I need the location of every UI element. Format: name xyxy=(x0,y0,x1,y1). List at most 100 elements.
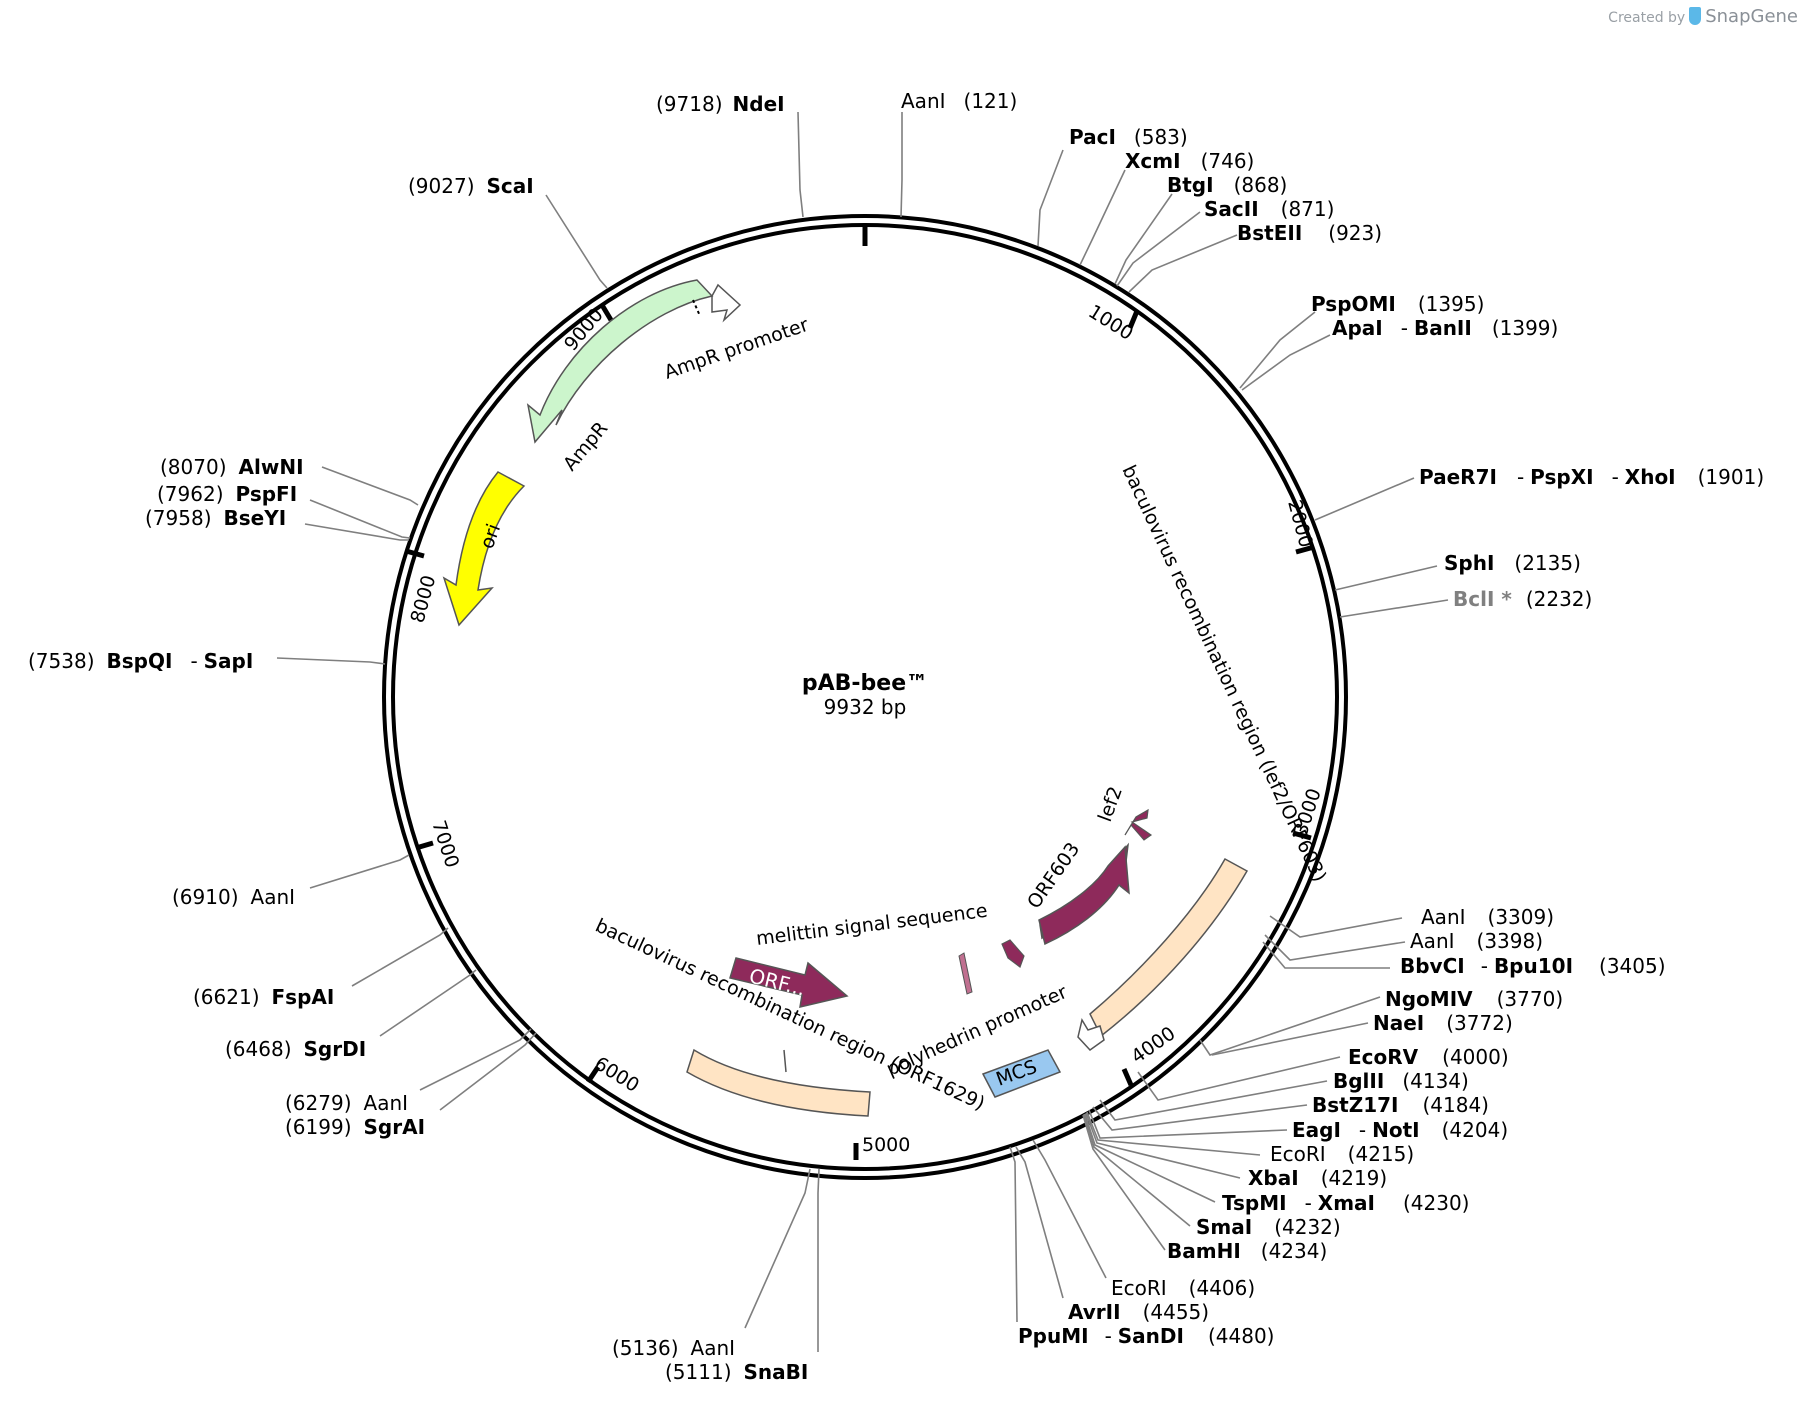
site-name: PacI xyxy=(1069,125,1116,149)
leader-aani-3398 xyxy=(1264,934,1406,961)
site-pos: (4204) xyxy=(1442,1118,1509,1142)
site-pos: (1399) xyxy=(1492,316,1559,340)
site-name: SacII xyxy=(1204,197,1259,221)
site-pos: (871) xyxy=(1281,197,1335,221)
leader-ecori-4406 xyxy=(1032,1139,1107,1279)
site-name: BstZ17I xyxy=(1312,1093,1398,1117)
leader-pspomi xyxy=(1239,311,1316,389)
feature-polyhedrin-promoter xyxy=(1077,1018,1105,1051)
site-label-aani-5136: (5136)AanI xyxy=(612,1336,735,1360)
leader-aani-3309 xyxy=(1269,915,1403,938)
leader-ecorv xyxy=(1137,1056,1341,1101)
site-name: AanI xyxy=(251,885,296,909)
site-label-aani-6910: (6910)AanI xyxy=(172,885,295,909)
site-pos: (868) xyxy=(1234,173,1288,197)
feature-ampr-promoter xyxy=(711,283,742,323)
site-label-sphi: SphI(2135) xyxy=(1444,551,1581,575)
backbone-inner-ring xyxy=(391,223,1339,1171)
site-pos: (4219) xyxy=(1321,1166,1388,1190)
plasmid-name: pAB-bee™ xyxy=(802,671,928,696)
tick-marks xyxy=(405,226,1315,1160)
leader-sphi xyxy=(1334,565,1438,591)
leader-apai xyxy=(1241,334,1331,391)
site-name: BstEII xyxy=(1237,221,1302,245)
backbone-outer-ring xyxy=(382,214,1348,1180)
site-pos: (583) xyxy=(1134,125,1188,149)
site-pos: (4232) xyxy=(1274,1215,1341,1239)
site-name: XhoI xyxy=(1625,465,1676,489)
site-name: AvrII xyxy=(1068,1300,1121,1324)
site-name: SnaBI xyxy=(744,1360,809,1384)
leader-snabi xyxy=(817,1168,820,1352)
leader-naei xyxy=(1211,1022,1369,1056)
site-name: EagI xyxy=(1292,1118,1341,1142)
site-label-aani-3309: AanI(3309) xyxy=(1421,905,1554,929)
site-label-bglii: BglII(4134) xyxy=(1333,1069,1469,1093)
site-pos: (4184) xyxy=(1422,1093,1489,1117)
leader-sacii xyxy=(1116,211,1201,287)
leader-sgrai xyxy=(439,1032,537,1111)
site-label-paci: PacI (583) xyxy=(1069,125,1188,149)
tick-4000 xyxy=(1121,1067,1134,1087)
site-name: AanI xyxy=(691,1336,736,1360)
site-label-ppumi-sandi: PpuMI-SanDI(4480) xyxy=(1018,1324,1274,1348)
site-pos: (1395) xyxy=(1418,292,1485,316)
site-name: BanII xyxy=(1414,316,1472,340)
site-leader-lines xyxy=(276,111,1449,1352)
leader-scai xyxy=(545,194,608,289)
site-pos: (4455) xyxy=(1143,1300,1210,1324)
leader-btgi xyxy=(1114,193,1173,285)
tick-label-4000: 4000 xyxy=(1127,1022,1179,1068)
snapgene-logo-icon xyxy=(1689,7,1702,25)
site-name: SmaI xyxy=(1196,1215,1252,1239)
site-label-apai-banii: ApaI-BanII(1399) xyxy=(1332,316,1558,340)
feature-melittin xyxy=(1001,939,1025,968)
site-pos: (6279) xyxy=(285,1091,352,1115)
site-pos: (8070) xyxy=(160,455,227,479)
leader-bseyi xyxy=(304,523,409,541)
site-pos: (4215) xyxy=(1348,1142,1415,1166)
site-label-eagi-noti: EagI-NotI(4204) xyxy=(1292,1118,1508,1142)
site-name: XcmI xyxy=(1125,149,1181,173)
site-pos: (746) xyxy=(1201,149,1255,173)
leader-aani-6279 xyxy=(419,1028,532,1091)
feature-marker-small xyxy=(958,952,973,995)
site-pos: (7958) xyxy=(145,506,212,530)
site-labels: (9718)NdeI AanI(121) PacI(583) XcmI(746)… xyxy=(28,89,1764,1384)
leader-ppumi xyxy=(1009,1146,1018,1323)
site-label-ecorv: EcoRV(4000) xyxy=(1348,1045,1509,1069)
site-name: AlwNI xyxy=(239,455,304,479)
site-label-sgrai: (6199)SgrAI xyxy=(285,1115,425,1139)
site-label-paer7i-pspxi-xhoi: PaeR7I-PspXI-XhoI(1901) xyxy=(1419,465,1764,489)
site-name: AanI xyxy=(1421,905,1466,929)
site-label-bamhi: BamHI(4234) xyxy=(1167,1239,1327,1263)
site-label-bseyi: (7958)BseYI xyxy=(145,506,286,530)
tick-2000 xyxy=(1295,544,1315,555)
leader-bstz17i xyxy=(1092,1104,1308,1131)
site-pos: (7962) xyxy=(157,482,224,506)
site-name: NaeI xyxy=(1373,1011,1424,1035)
site-label-naei: NaeI(3772) xyxy=(1373,1011,1513,1035)
feature-ampr xyxy=(526,279,714,444)
tick-6000 xyxy=(585,1065,601,1084)
site-pos: (4234) xyxy=(1261,1239,1328,1263)
site-pos: (4480) xyxy=(1208,1324,1275,1348)
site-label-ngomiv: NgoMIV(3770) xyxy=(1385,987,1563,1011)
tick-label-5000: 5000 xyxy=(862,1134,910,1156)
site-name: AanI xyxy=(1410,929,1455,953)
site-label-ecori-4406: EcoRI(4406) xyxy=(1111,1276,1255,1300)
site-pos: (2135) xyxy=(1514,551,1581,575)
site-name: TspMI xyxy=(1222,1191,1287,1215)
site-label-sgrdi: (6468)SgrDI xyxy=(225,1037,366,1061)
site-pos: (4000) xyxy=(1442,1045,1509,1069)
site-pos: (4134) xyxy=(1402,1069,1469,1093)
site-name: ScaI xyxy=(487,174,534,198)
site-pos: (6621) xyxy=(193,985,260,1009)
leader-xcmi xyxy=(1079,169,1126,266)
site-label-bcli: BclI *(2232) xyxy=(1453,587,1592,611)
site-label-aani-6279: (6279)AanI xyxy=(285,1091,408,1115)
site-name: Bpu10I xyxy=(1494,954,1573,978)
leader-bamhi xyxy=(1082,1114,1166,1251)
